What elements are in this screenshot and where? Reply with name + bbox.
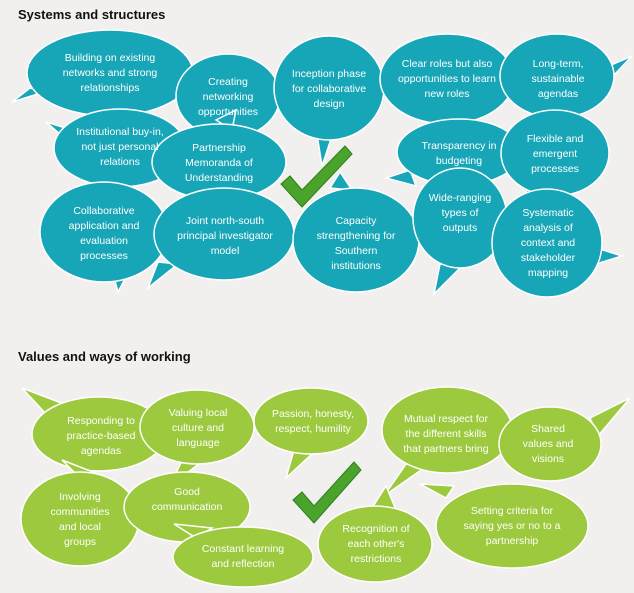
bubble-text: Wide-ranging types of outputs bbox=[428, 191, 492, 234]
speech-bubble bbox=[139, 389, 255, 465]
bubble-text: Recognition of each other's restrictions bbox=[342, 522, 410, 565]
bubble-text: Systematic analysis of context and stake… bbox=[520, 206, 576, 279]
speech-bubble bbox=[491, 188, 603, 298]
bubble-text: Constant learning and reflection bbox=[201, 543, 285, 570]
bubble-text: Clear roles but also opportunities to le… bbox=[397, 57, 497, 100]
bubble-text: Joint north-south principal investigator… bbox=[177, 214, 273, 257]
bubble-text: Flexible and emergent processes bbox=[526, 132, 584, 175]
speech-bubble bbox=[172, 526, 314, 588]
speech-bubble bbox=[435, 483, 589, 569]
checkmark-icon bbox=[292, 461, 362, 524]
bubble-text: Partnership Memoranda of Understanding bbox=[184, 141, 254, 184]
speech-bubble bbox=[253, 387, 369, 455]
bubble-text: Passion, honesty, respect, humility bbox=[271, 408, 355, 435]
bubble-text: Involving communities and local groups bbox=[50, 491, 110, 548]
speech-bubble bbox=[317, 505, 433, 583]
bubble-text: Long-term, sustainable agendas bbox=[531, 57, 585, 100]
bubble-text: Setting criteria for saying yes or no to… bbox=[463, 504, 561, 547]
speech-bubble bbox=[328, 170, 354, 191]
bubble-text: Valuing local culture and language bbox=[168, 406, 228, 449]
bubble-text: Institutional buy-in, not just personal … bbox=[76, 125, 164, 168]
bubble-text: Collaborative application and evaluation… bbox=[68, 205, 140, 262]
bubble-text: Inception phase for collaborative design bbox=[291, 67, 367, 110]
section-title-systems: Systems and structures bbox=[18, 7, 166, 22]
bubble-text: Capacity strengthening for Southern inst… bbox=[316, 215, 396, 272]
bubble-text: Building on existing networks and strong… bbox=[62, 51, 158, 94]
bubble-text: Responding to practice-based agendas bbox=[66, 414, 136, 457]
checkmark-icon bbox=[280, 145, 353, 208]
bubble-text: Good communication bbox=[151, 486, 223, 513]
section-title-values: Values and ways of working bbox=[18, 349, 191, 364]
bubble-text: Shared values and visions bbox=[522, 422, 574, 465]
bubble-text: Mutual respect for the different skills … bbox=[403, 412, 489, 455]
speech-bubble bbox=[498, 406, 602, 482]
speech-bubble bbox=[146, 261, 180, 291]
speech-bubble bbox=[419, 483, 456, 499]
speech-bubble bbox=[383, 169, 418, 188]
bubble-text: Creating networking opportunities bbox=[197, 75, 259, 118]
bubble-text: Transparency in budgeting bbox=[421, 140, 497, 167]
